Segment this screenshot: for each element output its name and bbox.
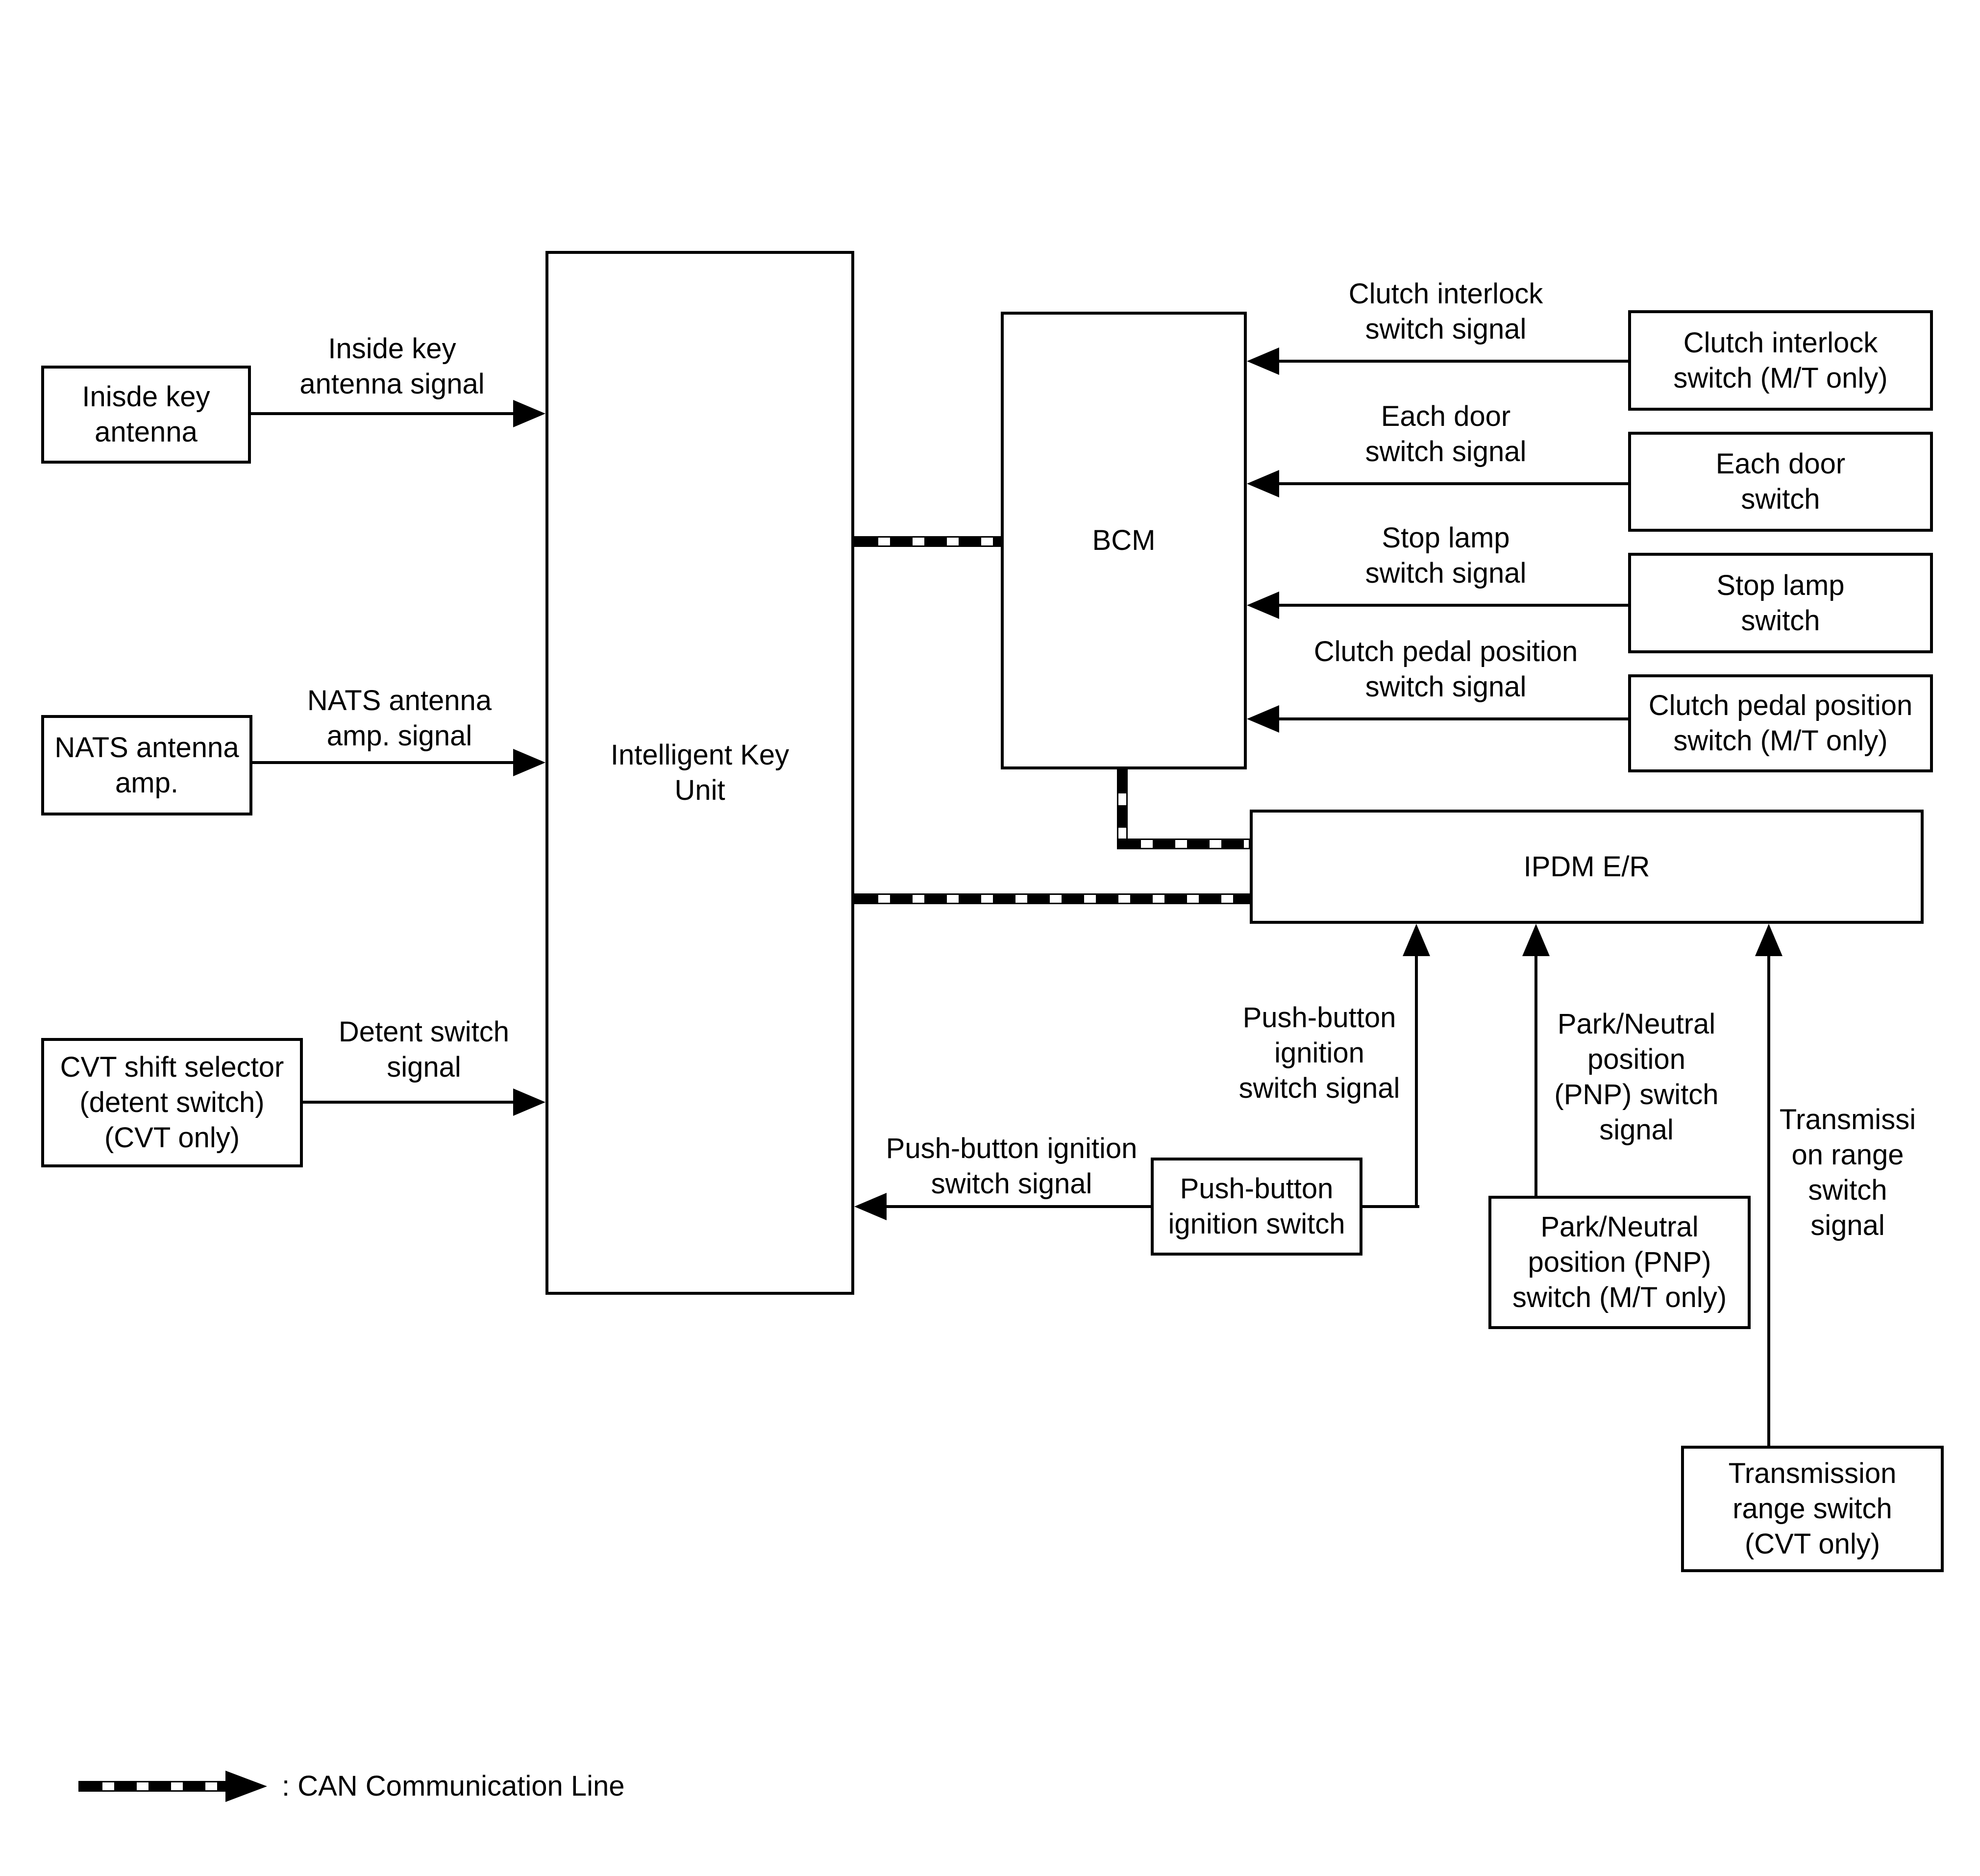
label-push-button-to-ipdm-signal: Push-button ignition switch signal bbox=[1238, 1002, 1400, 1104]
node-bcm: BCM bbox=[1001, 312, 1247, 769]
node-inside-key-antenna: Inisde key antenna bbox=[41, 366, 251, 464]
legend-can-line-sample bbox=[78, 1781, 225, 1792]
arrow-line-inside-key-signal bbox=[251, 412, 518, 415]
label-clutch-pedal-signal: Clutch pedal position switch signal bbox=[1313, 636, 1578, 703]
can-line-bcm-elbow-vertical bbox=[1117, 769, 1128, 849]
node-ipdm-er: IPDM E/R bbox=[1250, 810, 1924, 924]
arrowhead-clutch-pedal-signal bbox=[1247, 705, 1279, 733]
node-cvt-shift-selector: CVT shift selector (detent switch) (CVT … bbox=[41, 1038, 303, 1167]
arrow-line-pnp-to-ipdm bbox=[1534, 956, 1537, 1196]
label-inside-key-signal: Inside key antenna signal bbox=[299, 333, 485, 400]
arrow-line-transmission-to-ipdm bbox=[1767, 956, 1770, 1446]
legend-can-arrowhead bbox=[225, 1771, 267, 1802]
arrowhead-push-button-to-iku bbox=[854, 1193, 887, 1220]
arrowhead-detent-signal bbox=[513, 1088, 545, 1116]
arrow-line-each-door-signal bbox=[1279, 482, 1628, 485]
arrowhead-pnp-to-ipdm bbox=[1522, 924, 1550, 956]
node-pnp-switch: Park/Neutral position (PNP) switch (M/T … bbox=[1488, 1196, 1751, 1329]
node-each-door-switch: Each door switch bbox=[1628, 432, 1933, 532]
label-detent-signal: Detent switch signal bbox=[338, 1016, 510, 1083]
label-stop-lamp-signal: Stop lamp switch signal bbox=[1365, 522, 1527, 589]
label-each-door-signal: Each door switch signal bbox=[1365, 400, 1527, 468]
can-line-iku-bcm bbox=[854, 536, 1001, 547]
legend-can-label: : CAN Communication Line bbox=[282, 1770, 625, 1802]
arrow-line-push-button-to-ipdm bbox=[1415, 956, 1418, 1208]
node-intelligent-key-unit: Intelligent Key Unit bbox=[545, 251, 854, 1295]
node-nats-antenna-amp: NATS antenna amp. bbox=[41, 715, 252, 815]
can-line-iku-ipdm bbox=[854, 893, 1250, 904]
arrowhead-clutch-interlock-signal bbox=[1247, 347, 1279, 375]
arrowhead-stop-lamp-signal bbox=[1247, 592, 1279, 619]
arrow-line-detent-signal bbox=[303, 1101, 518, 1104]
node-transmission-range-switch: Transmission range switch (CVT only) bbox=[1681, 1446, 1944, 1572]
label-transmission-signal: Transmissi on range switch signal bbox=[1779, 1104, 1916, 1241]
label-push-button-to-iku-signal: Push-button ignition switch signal bbox=[886, 1133, 1138, 1200]
connector-push-button-to-riser bbox=[1362, 1205, 1419, 1208]
node-clutch-pedal-position-switch: Clutch pedal position switch (M/T only) bbox=[1628, 674, 1933, 772]
label-clutch-interlock-signal: Clutch interlock switch signal bbox=[1348, 278, 1543, 345]
arrow-line-push-button-to-iku bbox=[887, 1205, 1151, 1208]
arrowhead-push-button-to-ipdm bbox=[1403, 924, 1430, 956]
label-nats-signal: NATS antenna amp. signal bbox=[307, 685, 492, 752]
arrow-line-nats-signal bbox=[252, 761, 518, 764]
can-line-bcm-ipdm bbox=[1117, 839, 1250, 849]
arrowhead-inside-key-signal bbox=[513, 400, 545, 427]
arrowhead-transmission-to-ipdm bbox=[1755, 924, 1782, 956]
arrow-line-stop-lamp-signal bbox=[1279, 604, 1628, 607]
arrowhead-nats-signal bbox=[513, 749, 545, 776]
node-clutch-interlock-switch: Clutch interlock switch (M/T only) bbox=[1628, 310, 1933, 411]
label-pnp-signal: Park/Neutral position (PNP) switch signa… bbox=[1554, 1008, 1719, 1146]
node-stop-lamp-switch: Stop lamp switch bbox=[1628, 553, 1933, 653]
node-push-button-ignition-switch: Push-button ignition switch bbox=[1151, 1158, 1362, 1256]
arrow-line-clutch-interlock-signal bbox=[1279, 360, 1628, 363]
arrowhead-each-door-signal bbox=[1247, 470, 1279, 497]
arrow-line-clutch-pedal-signal bbox=[1279, 717, 1628, 720]
